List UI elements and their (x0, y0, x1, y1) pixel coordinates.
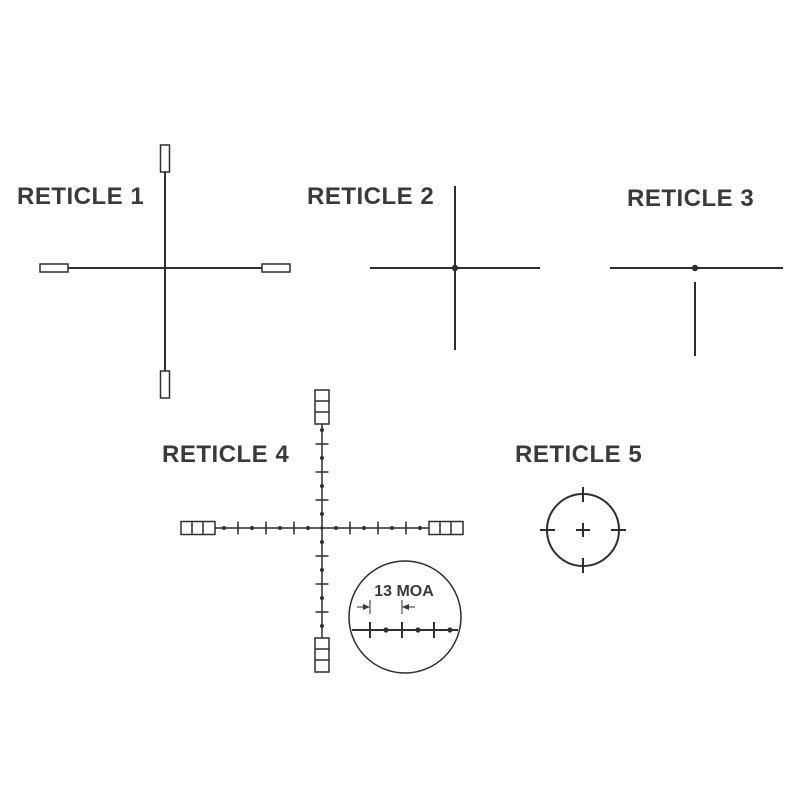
reticle-4-vertical-ticks (315, 443, 329, 613)
reticle-2-center-dot (451, 264, 459, 272)
moa-annotation: 13 MOA (374, 583, 434, 600)
reticle-5-graphic (540, 487, 626, 573)
reticle-4-bottom-post (314, 637, 330, 673)
reticle-3-graphic (610, 264, 783, 356)
reticle-4-center-dot (320, 526, 324, 530)
magnifier-detail: 13 MOA (348, 560, 462, 674)
reticle-4-label: RETICLE 4 (162, 441, 290, 468)
reticle-1-top-post (159, 144, 171, 173)
reticle-5-cardinal-ticks (540, 487, 626, 573)
reticle-4-top-post (314, 389, 330, 425)
reticle-3-center-dot (691, 264, 699, 272)
reticle-4-horizontal-ticks (237, 521, 407, 535)
reticle-1-right-post (261, 263, 291, 273)
magnifier-circle (348, 560, 462, 674)
reticle-4-horizontal-dots (222, 526, 422, 530)
reticle-4-graphic (180, 389, 464, 673)
magnified-reticle-segment (352, 622, 458, 638)
reticle-2-label: RETICLE 2 (307, 183, 435, 210)
moa-measure-arrows (357, 600, 415, 614)
reticle-4-left-post (180, 520, 216, 536)
reticle-2-graphic (370, 186, 540, 350)
reticle-5-center-cross (576, 523, 590, 537)
reticle-1-left-post (39, 263, 69, 273)
reticle-4-vertical-dots (320, 428, 324, 628)
reticle-1-graphic (39, 144, 291, 399)
reticle-4-right-post (428, 520, 464, 536)
reticle-5-label: RETICLE 5 (515, 441, 643, 468)
reticle-1-label: RETICLE 1 (17, 183, 145, 210)
reticle-1-bottom-post (159, 370, 171, 399)
reticle-3-label: RETICLE 3 (627, 185, 755, 212)
